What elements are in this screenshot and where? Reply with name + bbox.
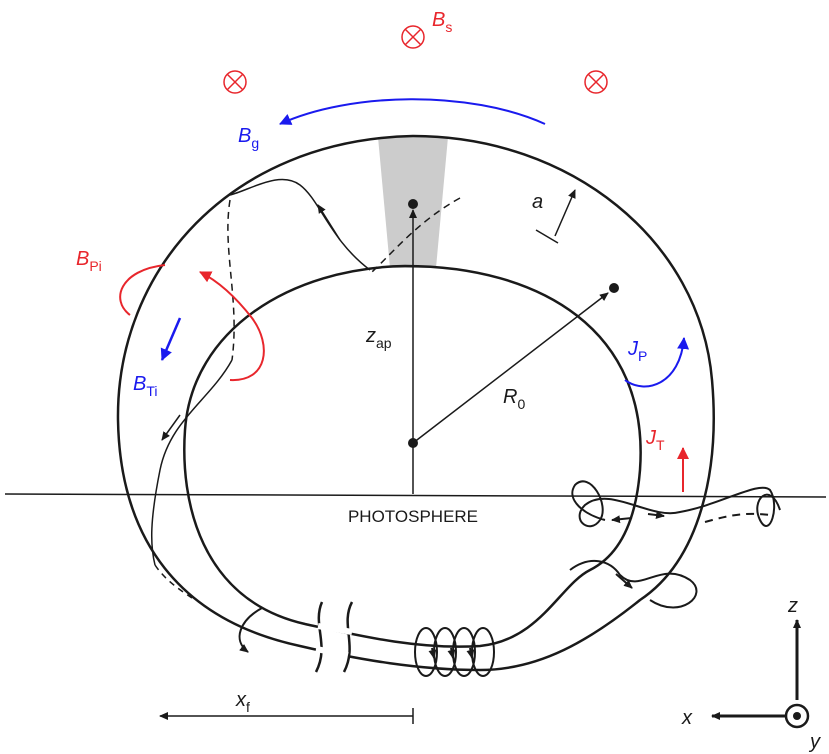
photosphere-line [4, 493, 827, 498]
field-line-top [229, 178, 371, 271]
tangled-field-line-lower [569, 560, 698, 609]
label-bs: Bs [432, 9, 452, 35]
a-tick [535, 229, 559, 244]
break-gap-top [317, 623, 353, 635]
into-page-icon [401, 25, 425, 49]
break-mark-left [314, 601, 324, 673]
label-r0: R0 [503, 386, 525, 412]
tangled-arrow-3 [615, 573, 633, 589]
break-gap-bottom [315, 646, 349, 658]
field-line-dashed-left [227, 199, 235, 361]
axis-z-label: z [787, 595, 798, 617]
bti-arrow [160, 317, 182, 361]
label-bg: Bg [238, 125, 259, 151]
tangled-arrow-1 [611, 515, 633, 524]
label-bti: BTi [133, 373, 158, 399]
label-a: a [532, 191, 543, 213]
field-line-left-dashed-end [154, 564, 193, 599]
jp-arrow [624, 337, 690, 388]
into-page-icon [584, 70, 608, 94]
into-page-icon [223, 70, 247, 94]
field-line-dashed-back [371, 197, 461, 273]
axis-x-label: x [681, 707, 693, 729]
bg-arrow [279, 98, 546, 125]
tangled-dashed-segment [704, 512, 771, 523]
field-line-left-descent [150, 359, 233, 566]
a-arrow [554, 189, 576, 237]
out-of-page-icon [784, 703, 810, 729]
label-bpi: BPi [76, 248, 102, 274]
label-xf: xf [235, 689, 250, 715]
tangled-arrow-2 [647, 511, 665, 519]
field-line-left-arrow [161, 414, 181, 441]
break-mark-right [342, 601, 354, 673]
photosphere-label: PHOTOSPHERE [348, 507, 478, 526]
label-jt: JT [645, 427, 665, 453]
axis-y-label: y [808, 731, 821, 753]
winding-arrows [428, 647, 475, 659]
label-jp: JP [627, 338, 647, 364]
tangled-field-line-upper [571, 480, 781, 528]
r0-end-dot [609, 283, 619, 293]
r0-arrow [412, 292, 609, 444]
apex-dot [408, 199, 418, 209]
winding-left-end [238, 607, 263, 653]
flux-rope-outer-edge [116, 134, 715, 672]
field-line-top-arrow [317, 204, 341, 241]
bpi-loop-arrow [119, 265, 265, 382]
label-zap: zap [365, 325, 392, 351]
